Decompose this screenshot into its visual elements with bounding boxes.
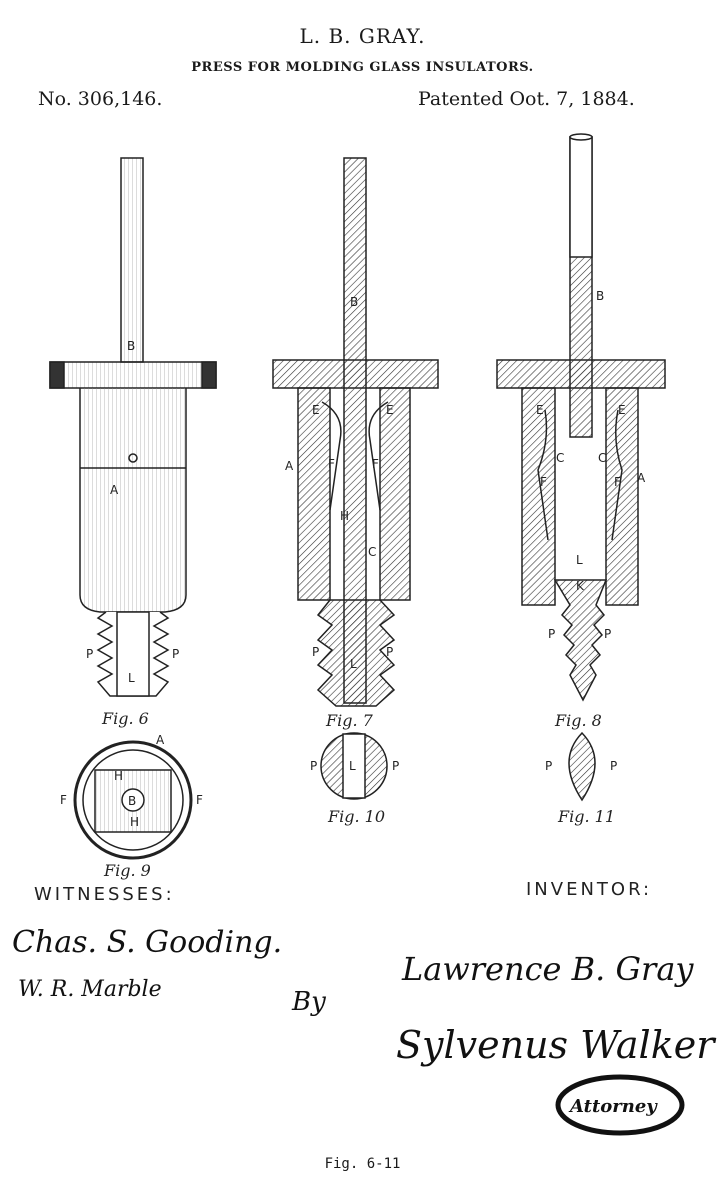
label-b: B — [596, 289, 604, 303]
patent-title: PRESS FOR MOLDING GLASS INSULATORS. — [191, 60, 534, 75]
label-f: F — [328, 457, 335, 471]
label-p: P — [312, 645, 319, 659]
fig-9-label: Fig. 9 — [103, 861, 151, 880]
label-h: H — [130, 815, 139, 829]
label-l: L — [350, 657, 357, 671]
label-p: P — [172, 647, 179, 661]
label-l: L — [576, 553, 583, 567]
patent-date: Patented Oot. 7, 1884. — [418, 88, 635, 110]
label-p: P — [392, 759, 399, 773]
label-a: A — [156, 733, 165, 747]
figure-9 — [73, 740, 193, 860]
attorney-label: Attorney — [568, 1096, 658, 1117]
image-caption: Fig. 6-11 — [324, 1156, 401, 1172]
figure-6 — [49, 157, 217, 697]
label-f: F — [614, 475, 621, 489]
inventor-heading: INVENTOR: — [526, 879, 652, 900]
label-p: P — [86, 647, 93, 661]
figure-7 — [272, 157, 439, 707]
label-f: F — [372, 457, 379, 471]
label-e: E — [312, 403, 320, 417]
attorney-signature: Sylvenus Walker — [396, 1023, 717, 1067]
fig-8-label: Fig. 8 — [554, 711, 602, 730]
fig-6-label: Fig. 6 — [101, 709, 149, 728]
figure-8 — [496, 133, 666, 702]
witnesses-heading: WITNESSES: — [34, 884, 175, 905]
label-a: A — [637, 471, 646, 485]
figure-10 — [320, 732, 388, 800]
label-c: C — [556, 451, 564, 465]
label-p: P — [604, 627, 611, 641]
witness-signature-marble: W. R. Marble — [18, 977, 162, 1002]
label-a: A — [285, 459, 294, 473]
inventor-name-heading: L. B. GRAY. — [299, 24, 426, 48]
figure-11 — [568, 731, 596, 802]
label-a: A — [110, 483, 119, 497]
label-p: P — [310, 759, 317, 773]
label-e: E — [536, 403, 544, 417]
label-l: L — [128, 671, 135, 685]
label-h: H — [114, 769, 123, 783]
label-e: E — [618, 403, 626, 417]
label-f: F — [60, 793, 67, 807]
attorney-oval — [555, 1074, 685, 1136]
label-e: E — [386, 403, 394, 417]
label-f: F — [196, 793, 203, 807]
fig-11-label: Fig. 11 — [557, 807, 615, 826]
label-p: P — [545, 759, 552, 773]
patent-number: No. 306,146. — [38, 88, 163, 110]
by-text: By — [291, 987, 326, 1017]
label-h: H — [340, 509, 349, 523]
fig-7-label: Fig. 7 — [325, 711, 374, 730]
label-f: F — [540, 475, 547, 489]
label-c: C — [598, 451, 606, 465]
label-k: K — [576, 579, 585, 593]
label-b: B — [127, 339, 135, 353]
fig-10-label: Fig. 10 — [327, 807, 385, 826]
inventor-signature: Lawrence B. Gray — [401, 950, 694, 988]
label-c: C — [368, 545, 376, 559]
label-b: B — [350, 295, 358, 309]
label-p: P — [548, 627, 555, 641]
label-b: B — [128, 794, 136, 808]
label-l: L — [349, 759, 356, 773]
label-p: P — [610, 759, 617, 773]
label-p: P — [386, 645, 393, 659]
witness-signature-gooding: Chas. S. Gooding. — [12, 925, 282, 960]
